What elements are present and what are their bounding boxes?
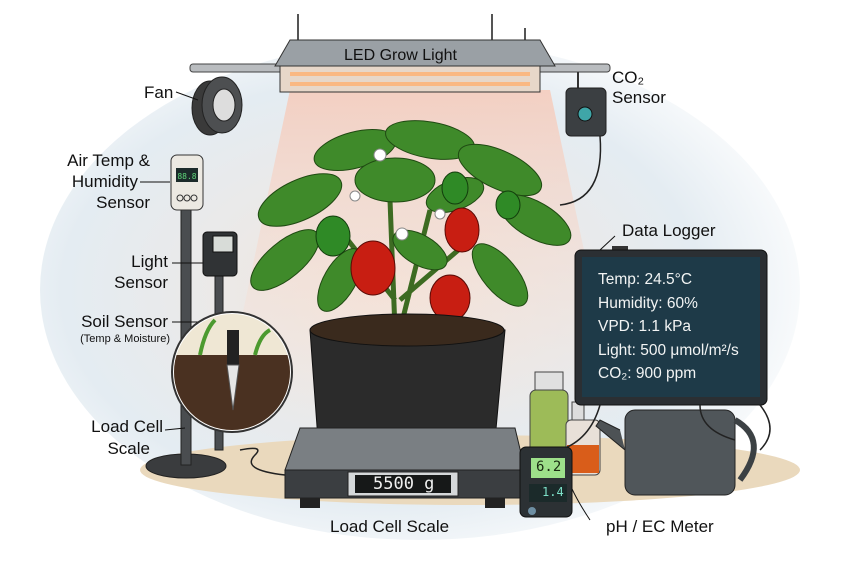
- soil-sensor-sublabel: (Temp & Moisture): [80, 333, 170, 345]
- leader-line: [164, 427, 186, 431]
- load-cell-left-label-line1: Load Cell: [91, 417, 163, 436]
- air-temp-label-line3: Sensor: [96, 193, 150, 212]
- led-grow-light-label: LED Grow Light: [344, 47, 457, 64]
- pepper-plant: [250, 120, 572, 331]
- led-grow-light: [189, 14, 611, 93]
- data-logger-screen: Temp: 24.5°C Humidity: 60% VPD: 1.1 kPa …: [598, 268, 739, 386]
- watering-can: [595, 409, 757, 496]
- co2-sensor-label-line2: Sensor: [612, 88, 666, 107]
- leader-line: [175, 91, 199, 101]
- data-logger-device: [559, 246, 771, 451]
- air-temp-label-line1: Air Temp &: [67, 151, 150, 170]
- ph-ec-meter-label: pH / EC Meter: [606, 517, 714, 536]
- soil-sensor-label: Soil Sensor: [81, 312, 168, 331]
- data-logger-label: Data Logger: [622, 221, 716, 240]
- light-sensor-label-line2: Sensor: [114, 273, 168, 292]
- load-cell-bottom-label: Load Cell Scale: [330, 517, 450, 536]
- meter-ec-display: 1.4: [542, 485, 564, 499]
- scale-display: 5500 g: [373, 474, 435, 494]
- co2-sensor-label-line1: CO₂: [612, 68, 645, 87]
- fan-label: Fan: [144, 83, 174, 102]
- reading-light: Light: 500 μmol/m²/s: [598, 341, 739, 359]
- fan-icon: [191, 76, 243, 136]
- reading-co2: CO₂: 900 ppm: [598, 365, 697, 382]
- soil-sensor-inset: [171, 311, 293, 433]
- reading-humidity: Humidity: 60%: [598, 294, 698, 312]
- reading-temp: Temp: 24.5°C: [598, 271, 693, 288]
- air-temp-label-line2: Humidity: [71, 172, 138, 191]
- meter-ph-display: 6.2: [536, 459, 562, 475]
- load-cell-scale: [239, 427, 526, 508]
- co2-sensor-device: [559, 72, 607, 206]
- ph-ec-meter-device: [519, 446, 573, 518]
- light-sensor-label-line1: Light: [131, 252, 168, 271]
- svg-text:88.8: 88.8: [177, 172, 196, 181]
- load-cell-left-label-line2: Scale: [107, 439, 150, 458]
- reading-vpd: VPD: 1.1 kPa: [598, 318, 692, 335]
- leader-line: [599, 235, 616, 251]
